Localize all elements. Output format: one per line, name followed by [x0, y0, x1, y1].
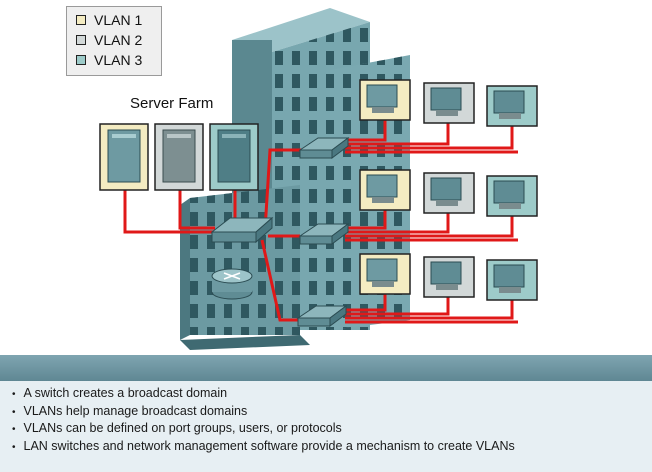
workstation-icon-r2c1 [359, 169, 411, 211]
workstation-icon-r1c1 [359, 79, 411, 121]
workstation-icon-r1c3 [486, 85, 538, 127]
server-icon-2 [154, 123, 204, 191]
legend-item-vlan-3: VLAN 3 [76, 50, 161, 70]
workstation-icon-r3c1 [359, 253, 411, 295]
floor-switch-icon-2 [298, 223, 350, 245]
legend-swatch [76, 55, 86, 65]
vlan-diagram: VLAN 1 VLAN 2 VLAN 3 Server Farm [66, 6, 538, 350]
building-icon [180, 8, 410, 350]
floor-switch-icon-3 [296, 305, 348, 327]
workstation-icon-r1c2 [423, 82, 475, 124]
workstation-icon-r2c3 [486, 175, 538, 217]
workstation-icon-r2c2 [423, 172, 475, 214]
legend-item-vlan-1: VLAN 1 [76, 10, 161, 30]
legend-item-vlan-2: VLAN 2 [76, 30, 161, 50]
workstation-icon-r3c3 [486, 259, 538, 301]
panel-header-bar [0, 355, 652, 381]
legend-label: VLAN 2 [94, 32, 143, 48]
core-switch-icon [210, 216, 274, 244]
server-icon-1 [99, 123, 149, 191]
bullet-item: VLANs can be defined on port groups, use… [12, 420, 515, 438]
bullet-item: VLANs help manage broadcast domains [12, 403, 515, 421]
diagram-canvas [99, 8, 538, 350]
bullet-item: LAN switches and network management soft… [12, 438, 515, 456]
description-panel: A switch creates a broadcast domain VLAN… [0, 355, 652, 472]
network-links [123, 118, 518, 324]
bullet-list: A switch creates a broadcast domain VLAN… [12, 385, 515, 455]
legend-label: VLAN 1 [94, 12, 143, 28]
legend-swatch [76, 35, 86, 45]
router-icon [211, 268, 253, 300]
legend-label: VLAN 3 [94, 52, 143, 68]
workstation-icon-r3c2 [423, 256, 475, 298]
legend-swatch [76, 15, 86, 25]
floor-switch-icon-1 [298, 137, 350, 159]
server-icon-3 [209, 123, 259, 191]
bullet-item: A switch creates a broadcast domain [12, 385, 515, 403]
legend: VLAN 1 VLAN 2 VLAN 3 [66, 6, 162, 76]
server-farm-label: Server Farm [130, 95, 214, 112]
